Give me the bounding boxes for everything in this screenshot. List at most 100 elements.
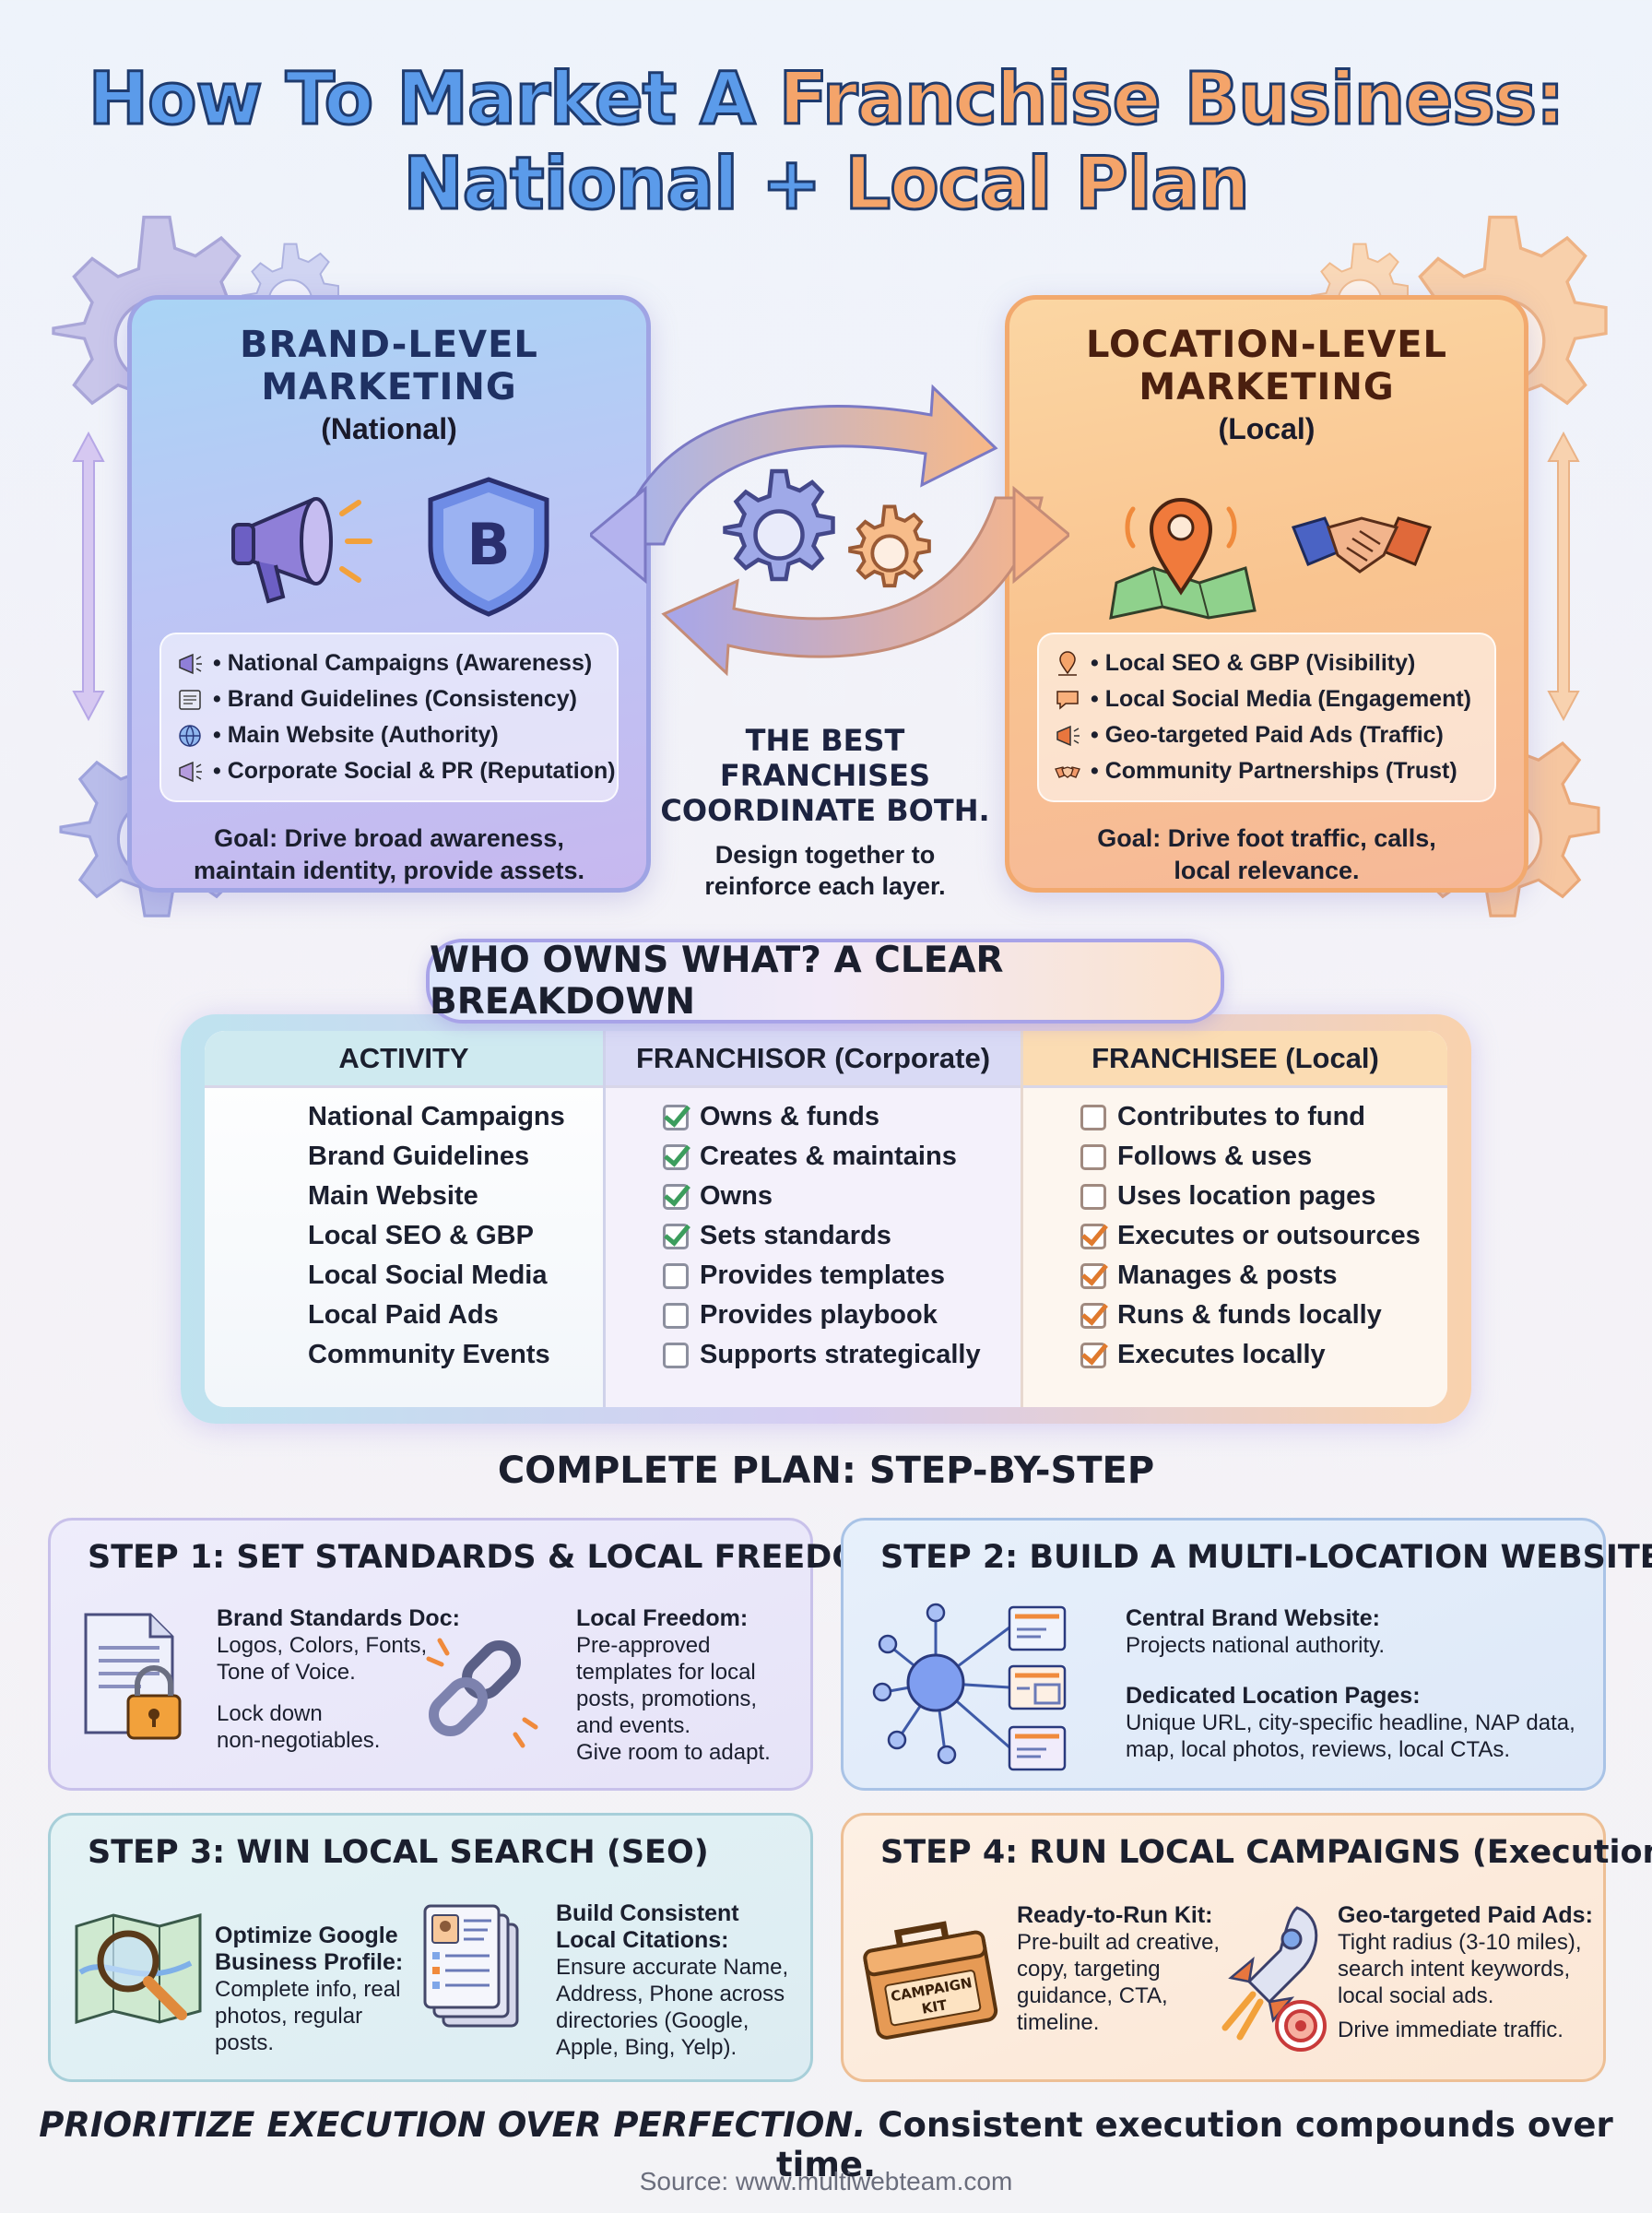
brand-item-text: • Corporate Social & PR (Reputation) xyxy=(213,758,616,784)
block-heading: Optimize Google xyxy=(215,1923,398,1948)
table-row: Local Social Media xyxy=(308,1260,548,1290)
local-icons xyxy=(1037,472,1496,620)
list-item: • Community Partnerships (Trust) xyxy=(1052,753,1481,789)
block-line: map, local photos, reviews, local CTAs. xyxy=(1126,1737,1511,1762)
source-line: Source: www.multiwebteam.com xyxy=(639,2167,1013,2195)
local-heading-line2: MARKETING xyxy=(1139,366,1395,408)
geo-ads-block: Geo-targeted Paid Ads: Tight radius (3-1… xyxy=(1338,1902,1593,2043)
network-hub-icon xyxy=(872,1603,1067,1771)
cell-text: Provides playbook xyxy=(700,1300,938,1330)
block-heading: Ready-to-Run Kit: xyxy=(1017,1902,1213,1928)
gbp-block: Optimize Google Business Profile: Comple… xyxy=(215,1923,403,2056)
megaphone-icon xyxy=(174,758,206,786)
local-goal-line2: local relevance. xyxy=(1174,857,1360,884)
cell-text: Sets standards xyxy=(700,1221,891,1250)
table-row: Executes locally xyxy=(1023,1335,1447,1375)
megaphone-icon xyxy=(231,496,372,604)
block-line: Give room to adapt. xyxy=(576,1740,771,1765)
block-line: Apple, Bing, Yelp). xyxy=(556,2035,738,2060)
plan-title: COMPLETE PLAN: STEP-BY-STEP xyxy=(497,1450,1155,1492)
block-line: copy, targeting xyxy=(1017,1957,1161,1982)
step-title: STEP 2: BUILD A MULTI-LOCATION WEBSITE xyxy=(880,1539,1652,1576)
footer-rest: Consistent execution compounds over time… xyxy=(775,2105,1613,2184)
cell-text: Contributes to fund xyxy=(1117,1102,1366,1131)
page-title: How To Market A Franchise Business: Nati… xyxy=(0,57,1652,228)
step-4-card: STEP 4: RUN LOCAL CAMPAIGNS (Execution) … xyxy=(841,1813,1652,2082)
checkbox-icon xyxy=(663,1104,689,1130)
block-line: Tight radius (3-10 miles), xyxy=(1338,1930,1582,1955)
brand-goal-line1: Goal: Drive broad awareness, xyxy=(214,824,564,852)
block-line: Pre-built ad creative, xyxy=(1017,1930,1221,1955)
checkbox-icon xyxy=(1080,1104,1106,1130)
checkbox-icon xyxy=(663,1183,689,1210)
brand-item-text: • Brand Guidelines (Consistency) xyxy=(213,686,577,712)
block-heading: Geo-targeted Paid Ads: xyxy=(1338,1902,1593,1928)
central-website-block: Central Brand Website: Projects national… xyxy=(1126,1605,1385,1659)
checkbox-icon xyxy=(663,1302,689,1329)
step-title: STEP 3: WIN LOCAL SEARCH (SEO) xyxy=(88,1834,709,1871)
block-line: Lock down xyxy=(217,1701,323,1726)
table-row: Runs & funds locally xyxy=(1023,1296,1447,1335)
block-line: Complete info, real xyxy=(215,1977,401,2002)
list-item: • Local Social Media (Engagement) xyxy=(1052,681,1481,717)
document-lock-icon xyxy=(84,1613,182,1740)
checkbox-icon xyxy=(663,1342,689,1368)
table-row: Uses location pages xyxy=(1023,1177,1447,1216)
footer-tagline: PRIORITIZE EXECUTION OVER PERFECTION. Co… xyxy=(0,2105,1652,2184)
location-pages-block: Dedicated Location Pages: Unique URL, ci… xyxy=(1126,1683,1575,1763)
id-card-icon xyxy=(423,1904,519,2028)
chain-link-icon xyxy=(426,1638,538,1748)
local-goal: Goal: Drive foot traffic, calls,local re… xyxy=(1037,822,1496,887)
center-soft-line2: reinforce each layer. xyxy=(704,872,946,900)
cell-text: Manages & posts xyxy=(1117,1260,1338,1290)
brand-heading-line2: MARKETING xyxy=(261,366,517,408)
block-heading: Central Brand Website: xyxy=(1126,1605,1380,1631)
block-line: Drive immediate traffic. xyxy=(1338,2018,1564,2042)
table-row: Contributes to fund xyxy=(1023,1097,1447,1137)
block-line: posts, promotions, xyxy=(576,1686,758,1711)
local-list: • Local SEO & GBP (Visibility) • Local S… xyxy=(1037,633,1496,802)
cell-text: Owns & funds xyxy=(700,1102,879,1131)
step-title: STEP 1: SET STANDARDS & LOCAL FREEDOM xyxy=(88,1539,891,1576)
shield-b-icon: B xyxy=(428,477,549,617)
block-line: Pre-approved xyxy=(576,1633,711,1658)
block-line: Address, Phone across xyxy=(556,1982,785,2006)
column-header: ACTIVITY xyxy=(205,1031,603,1088)
block-line: Logos, Colors, Fonts, xyxy=(217,1633,428,1658)
list-item: • Brand Guidelines (Consistency) xyxy=(174,681,604,717)
local-freedom-block: Local Freedom: Pre-approved templates fo… xyxy=(576,1605,771,1766)
handshake-icon xyxy=(1291,516,1433,574)
who-owns-banner: WHO OWNS WHAT? A CLEAR BREAKDOWN xyxy=(426,939,1224,1024)
block-line: search intent keywords, xyxy=(1338,1957,1571,1982)
block-line: templates for local xyxy=(576,1660,756,1685)
block-heading: Local Freedom: xyxy=(576,1605,749,1631)
brand-list: • National Campaigns (Awareness) • Brand… xyxy=(159,633,619,802)
vertical-arrow-icon xyxy=(72,431,105,722)
cell-text: Supports strategically xyxy=(700,1340,981,1369)
block-line: non-negotiables. xyxy=(217,1728,381,1753)
magnifier-map-icon xyxy=(75,1913,202,2025)
center-strong-line2: COORDINATE BOTH. xyxy=(660,793,990,828)
table-row: Community Events xyxy=(308,1340,550,1369)
step-title: STEP 4: RUN LOCAL CAMPAIGNS (Execution) xyxy=(880,1834,1652,1871)
block-line: Ensure accurate Name, xyxy=(556,1955,789,1980)
checkbox-icon xyxy=(663,1262,689,1289)
checkbox-icon xyxy=(663,1143,689,1170)
local-item-text: • Community Partnerships (Trust) xyxy=(1091,758,1457,784)
gear-icon xyxy=(848,504,931,588)
cell-text: Uses location pages xyxy=(1117,1181,1376,1211)
block-line: posts. xyxy=(215,2030,275,2055)
title-line1-a: How To Market A xyxy=(87,57,757,143)
table-row: Follows & uses xyxy=(1023,1137,1447,1177)
map-pin-icon xyxy=(1052,650,1083,678)
table-row: National Campaigns xyxy=(308,1102,565,1131)
